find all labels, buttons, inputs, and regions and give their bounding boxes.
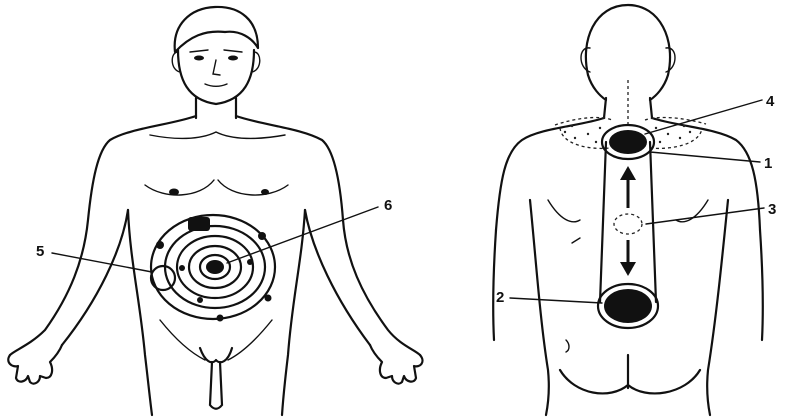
- leader-line-3: [646, 208, 764, 224]
- label-1: 1: [764, 155, 772, 172]
- abdomen-top-spot: [188, 217, 210, 231]
- back-body-figure: 4 1 3 2: [493, 5, 776, 415]
- abdomen-left-ring-point: [151, 266, 175, 290]
- back-left-side: [530, 200, 549, 415]
- arrow-up: [620, 166, 636, 180]
- front-body-figure: 5 6: [8, 7, 422, 415]
- abdomen-dot-4: [217, 315, 224, 322]
- label-2: 2: [496, 289, 504, 306]
- front-left-inner-arm: [62, 210, 128, 345]
- abdomen-dot-6: [247, 259, 253, 265]
- front-mouth: [205, 84, 227, 86]
- label-6: 6: [384, 197, 392, 214]
- leader-line-6: [227, 207, 378, 263]
- back-head: [586, 5, 670, 100]
- back-shoulder-blade-right: [676, 200, 708, 222]
- front-waist-left: [128, 210, 152, 415]
- abdomen-dot-1: [156, 241, 164, 249]
- back-lumbar-mark: [566, 340, 569, 352]
- front-head: [178, 50, 254, 104]
- label-4: 4: [766, 93, 775, 110]
- double-arrow: [620, 166, 636, 276]
- leader-line-5: [52, 253, 152, 272]
- back-right-arm: [760, 230, 763, 340]
- abdomen-dot-2: [258, 232, 266, 240]
- arrow-down: [620, 262, 636, 276]
- front-clavicles: [150, 132, 285, 138]
- upper-disc: [609, 130, 647, 154]
- middle-dashed-disc: [614, 214, 642, 234]
- back-right-side: [707, 200, 728, 415]
- label-3: 3: [768, 201, 776, 218]
- leader-line-2: [510, 298, 602, 303]
- abdomen-dot-7: [197, 297, 203, 303]
- front-groin-lines: [160, 320, 272, 360]
- front-right-nipple: [261, 189, 269, 195]
- abdomen-center-spot: [206, 260, 224, 274]
- abdomen-dot-3: [265, 295, 272, 302]
- front-nose: [213, 60, 220, 75]
- leader-line-1: [650, 152, 760, 162]
- back-shoulder-blade-left: [548, 200, 580, 222]
- front-right-eye: [228, 56, 238, 61]
- front-left-nipple: [169, 189, 179, 196]
- label-5: 5: [36, 243, 44, 260]
- back-left-arm: [493, 230, 496, 340]
- front-hair: [175, 7, 258, 52]
- abdomen-target: [151, 215, 275, 322]
- abdomen-dot-5: [179, 265, 185, 271]
- front-genitals: [200, 348, 232, 409]
- front-left-eye: [194, 56, 204, 61]
- front-left-eyebrow: [190, 50, 208, 52]
- back-buttocks: [560, 355, 700, 393]
- lower-disc: [604, 289, 652, 323]
- front-right-eyebrow: [224, 50, 242, 52]
- back-head-left: [588, 75, 606, 100]
- back-scapula-mark: [572, 238, 580, 243]
